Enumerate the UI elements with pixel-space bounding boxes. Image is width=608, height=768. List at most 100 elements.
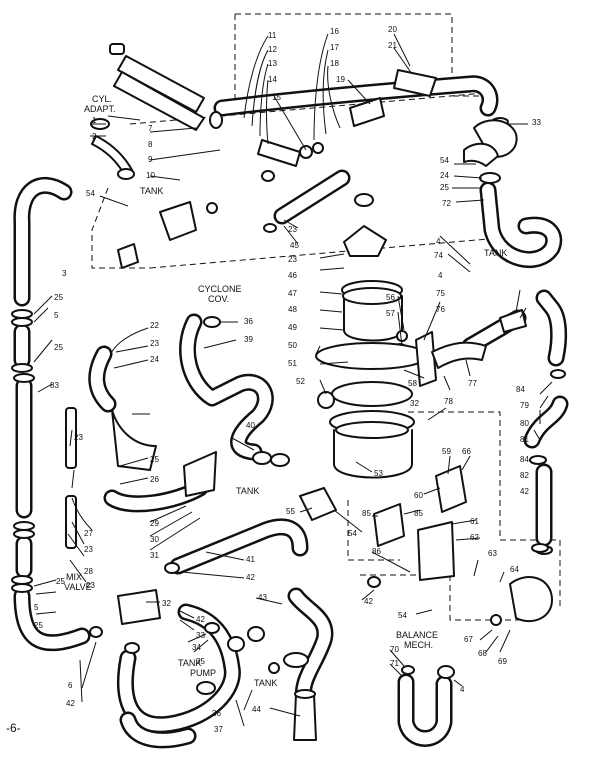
callout-32-right: 32	[410, 399, 419, 408]
callout-1: 1	[92, 116, 97, 125]
callout-68: 68	[478, 649, 487, 658]
hose-43	[287, 587, 334, 709]
hose-24	[88, 345, 117, 413]
callout-23-center: 23	[288, 255, 297, 264]
callout-41: 41	[246, 555, 255, 564]
hose-pump-loop	[116, 603, 241, 734]
caption-tank-pump-line2: PUMP	[190, 668, 216, 678]
rigid-parts	[65, 43, 553, 741]
callout-36-bottom: 36	[212, 709, 221, 718]
callout-numbers: 11 12 13 14 15 16 17 18 19 20 21 1 2 7 8…	[34, 25, 541, 734]
hose-41	[169, 518, 309, 575]
callout-50: 50	[288, 341, 297, 350]
hose-39-cyclone	[179, 313, 274, 461]
callout-70: 70	[390, 645, 399, 654]
callout-39: 39	[244, 335, 253, 344]
callout-55: 55	[286, 507, 295, 516]
callout-71: 71	[390, 659, 399, 668]
callout-43: 43	[258, 593, 267, 602]
callout-54-lower: 54	[398, 611, 407, 620]
callout-20: 20	[388, 25, 397, 34]
callout-5-b: 5	[34, 603, 39, 612]
callout-33-left: 33	[196, 631, 205, 640]
callout-69: 69	[498, 657, 507, 666]
callout-81: 81	[520, 435, 529, 444]
callout-4-bottom: 4	[460, 685, 465, 694]
callout-24-mid: 24	[150, 355, 159, 364]
callout-74: 74	[434, 251, 443, 260]
callout-45: 45	[290, 241, 299, 250]
callout-16: 16	[330, 27, 339, 36]
caption-tank-upper-right: TANK	[484, 248, 507, 258]
hose-top-arc	[213, 75, 499, 117]
callout-2: 2	[92, 132, 97, 141]
callout-10: 10	[146, 171, 155, 180]
callout-4-b: 4	[438, 271, 443, 280]
callout-13: 13	[268, 59, 277, 68]
callout-29: 29	[150, 519, 159, 528]
callout-23-upper: 23	[288, 225, 297, 234]
callout-36: 36	[244, 317, 253, 326]
page-number: -6-	[6, 721, 21, 735]
callout-76: 76	[436, 305, 445, 314]
callout-83: 83	[50, 381, 59, 390]
callout-7: 7	[148, 124, 153, 133]
callout-24-right: 24	[440, 171, 449, 180]
callout-49: 49	[288, 323, 297, 332]
callout-28: 28	[84, 567, 93, 576]
callout-35: 35	[196, 657, 205, 666]
callout-60: 60	[414, 491, 423, 500]
caption-balance-mech-line1: BALANCE	[396, 630, 438, 640]
callout-42-left: 42	[66, 699, 75, 708]
callout-11: 11	[268, 31, 277, 40]
caption-tank-pump-line1: TANK	[178, 658, 201, 668]
callout-79: 79	[520, 401, 529, 410]
callout-18: 18	[330, 59, 339, 68]
callout-67: 67	[464, 635, 473, 644]
callout-25-b: 25	[54, 343, 63, 352]
hose-6	[13, 587, 91, 652]
callout-62: 62	[470, 533, 479, 542]
callout-58: 58	[408, 379, 417, 388]
callout-63: 63	[488, 549, 497, 558]
callout-48: 48	[288, 305, 297, 314]
callout-25-right: 25	[440, 183, 449, 192]
callout-23-b: 23	[84, 545, 93, 554]
hose-3	[13, 176, 73, 307]
caption-tank-upper-left: TANK	[140, 186, 163, 196]
callout-30: 30	[150, 535, 159, 544]
callout-78: 78	[444, 397, 453, 406]
callout-33: 33	[532, 118, 541, 127]
hose-45	[273, 169, 351, 225]
callout-6: 6	[68, 681, 73, 690]
captions: CYL. ADAPT. TANK TANK CYCLONE COV. TANK …	[6, 94, 507, 735]
callout-42-mid: 42	[246, 573, 255, 582]
callout-54-upper: 54	[86, 189, 95, 198]
callout-17: 17	[330, 43, 339, 52]
callout-42-right: 42	[520, 487, 529, 496]
caption-cyclone-cov-line2: COV.	[208, 294, 229, 304]
caption-mix-valve-line2: VALVE	[64, 582, 92, 592]
callout-3: 3	[62, 269, 67, 278]
callout-42-right-lower: 42	[364, 597, 373, 606]
callout-23-c: 23	[86, 581, 95, 590]
callout-57: 57	[386, 309, 395, 318]
callout-53: 53	[374, 469, 383, 478]
hose-81	[523, 395, 569, 449]
callout-54-right: 54	[440, 156, 449, 165]
callout-75: 75	[436, 289, 445, 298]
callout-19: 19	[336, 75, 345, 84]
callout-44: 44	[252, 705, 261, 714]
hose-bottom-left	[119, 711, 197, 749]
callout-23-left: 23	[74, 433, 83, 442]
caption-cyl-adapt-line2: ADAPT.	[84, 104, 116, 114]
callout-34: 34	[192, 643, 201, 652]
hose-74	[535, 289, 568, 367]
caption-tank-bottom: TANK	[254, 678, 277, 688]
callout-77: 77	[468, 379, 477, 388]
callout-56: 56	[386, 293, 395, 302]
callout-84-lower: 84	[520, 455, 529, 464]
callout-15: 15	[272, 93, 281, 102]
callout-47: 47	[288, 289, 297, 298]
